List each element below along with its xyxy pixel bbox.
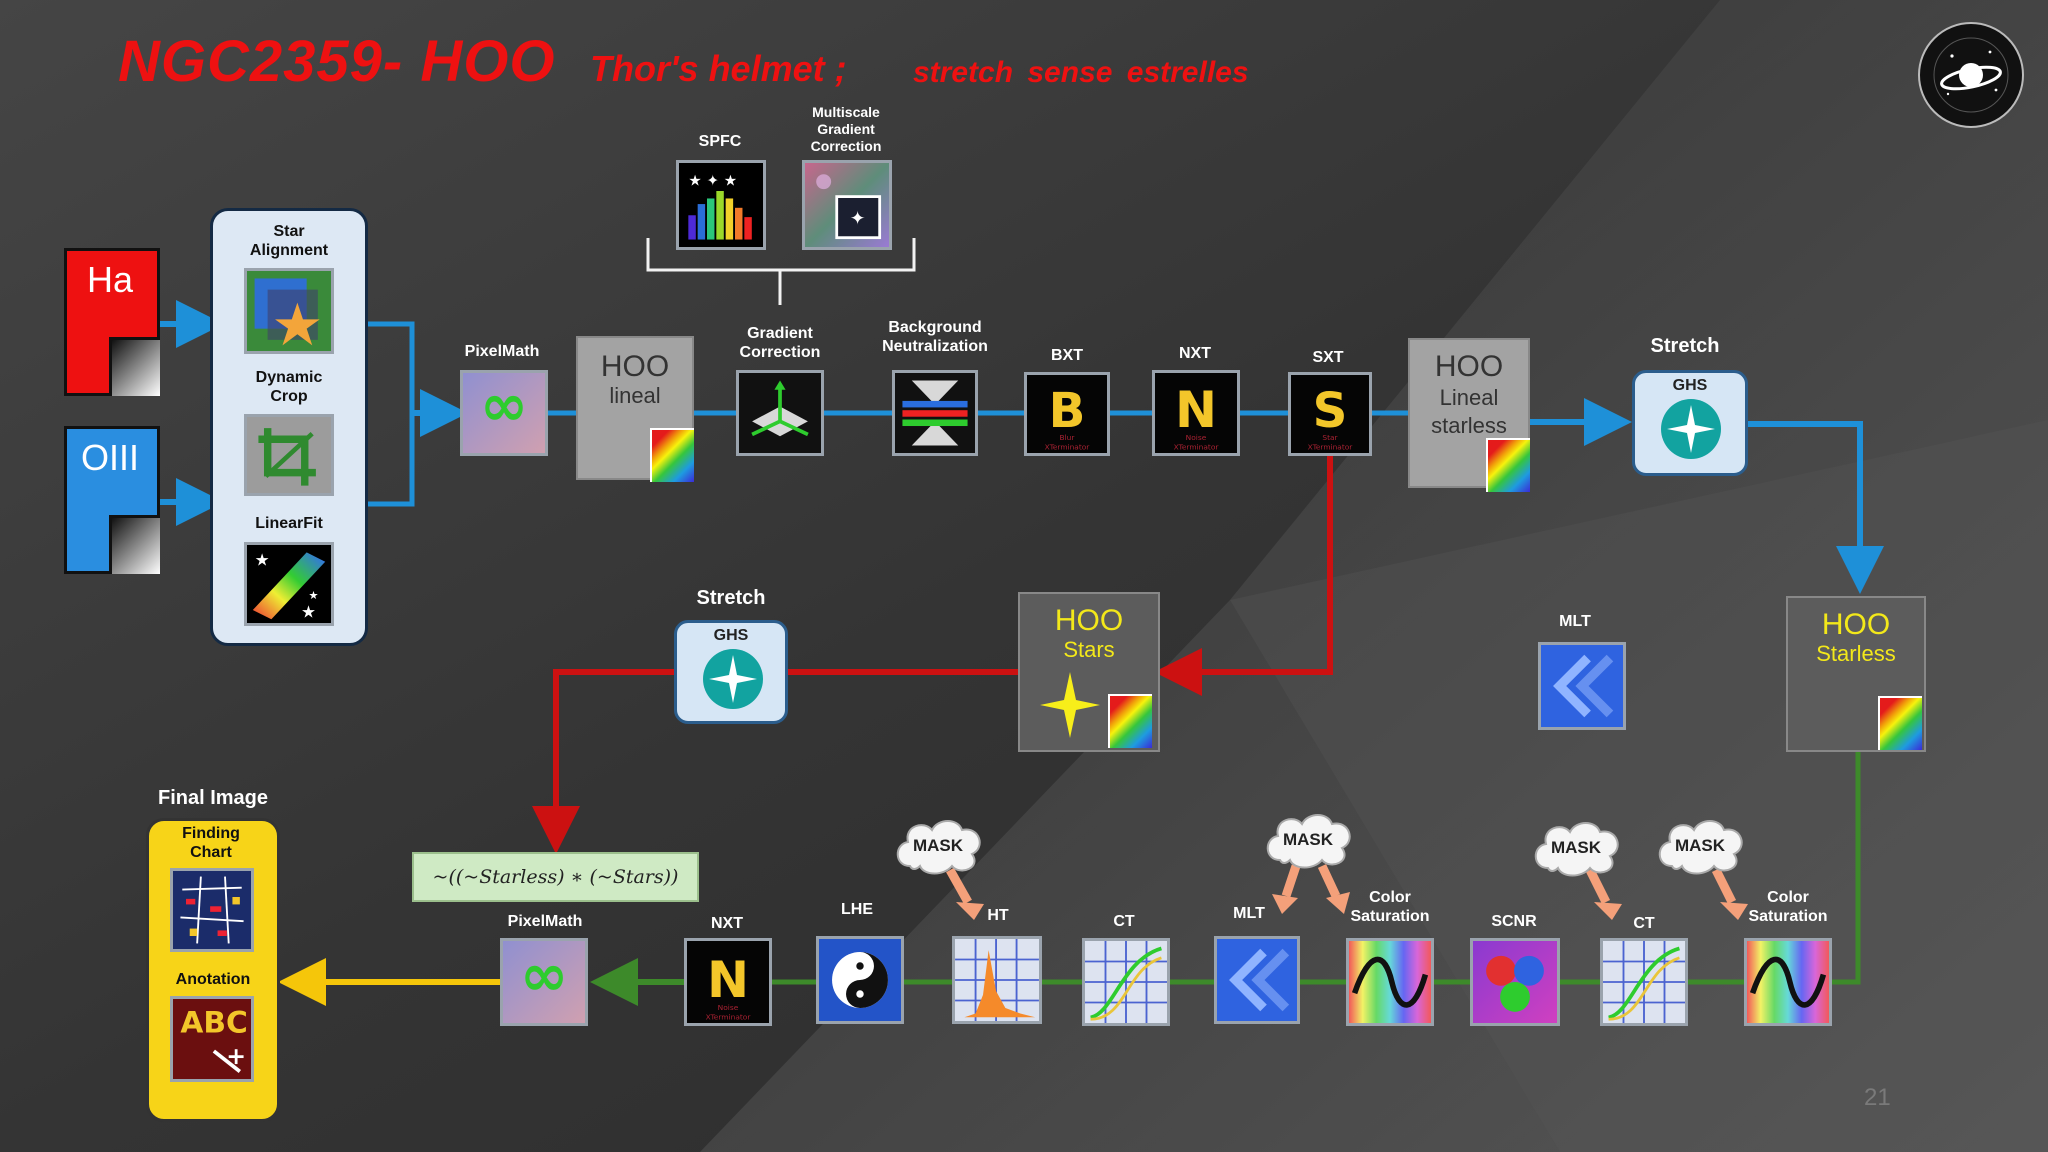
- svg-text:Blur: Blur: [1060, 433, 1076, 442]
- star-alignment-icon[interactable]: [244, 268, 334, 354]
- dynamic-crop-icon[interactable]: [244, 414, 334, 496]
- mlt-label-final: MLT: [1233, 905, 1265, 922]
- ct-icon-2[interactable]: [1600, 938, 1688, 1026]
- nxt-letter: N: [1175, 380, 1217, 439]
- star-icon: [1040, 672, 1100, 738]
- svg-text:XTerminator: XTerminator: [706, 1012, 752, 1021]
- lhe-icon[interactable]: [816, 936, 904, 1024]
- svg-text:★: ★: [301, 601, 316, 621]
- ghs-box-top[interactable]: GHS: [1632, 370, 1748, 476]
- hoo-stars-box: HOO Stars: [1018, 592, 1160, 752]
- mask-cloud-ct-2: MASK: [1528, 816, 1624, 880]
- slide-note: stretch sense estrelles: [913, 56, 1249, 89]
- hoo-lineal-box: HOO lineal: [576, 336, 694, 482]
- pixelmath-label-final: PixelMath: [507, 913, 583, 930]
- color-swatch-icon: [650, 428, 694, 482]
- lhe-label: LHE: [841, 901, 873, 918]
- color-saturation-icon-1[interactable]: [1346, 938, 1434, 1026]
- svg-text:★: ★: [309, 589, 319, 602]
- sxt-letter: S: [1313, 383, 1348, 439]
- linearfit-label: LinearFit: [255, 515, 323, 532]
- slide-subtitle: Thor's helmet ;: [590, 48, 847, 89]
- pixelmath-formula: ~((~Starless) ∗ (~Stars)): [412, 852, 699, 902]
- star-alignment-label: Star Alignment: [249, 223, 329, 259]
- mlt-icon-final[interactable]: [1214, 936, 1300, 1024]
- svg-text:∞: ∞: [480, 373, 528, 439]
- sxt-label: SXT: [1312, 349, 1344, 366]
- ct-label-1: CT: [1113, 913, 1135, 930]
- mgc-label: Multiscale Gradient Correction: [810, 104, 882, 154]
- svg-text:XTerminator: XTerminator: [1045, 442, 1091, 451]
- ht-label: HT: [987, 907, 1009, 924]
- hoo-lineal-starless-box: HOO Lineal starless: [1408, 338, 1530, 492]
- svg-text:★ ✦ ★: ★ ✦ ★: [688, 171, 737, 189]
- ct-icon-1[interactable]: [1082, 938, 1170, 1026]
- stretch-label-stars: Stretch: [696, 587, 766, 609]
- page-number: 21: [1864, 1084, 1891, 1111]
- finding-chart-icon[interactable]: [170, 868, 254, 952]
- bxt-label: BXT: [1051, 347, 1083, 364]
- gradient-correction-icon[interactable]: [736, 370, 824, 456]
- color-swatch-icon: [1108, 694, 1152, 748]
- svg-text:Noise: Noise: [1186, 433, 1207, 442]
- svg-text:XTerminator: XTerminator: [1308, 442, 1354, 451]
- final-image-label: Final Image: [157, 787, 269, 809]
- color-saturation-icon-2[interactable]: [1744, 938, 1832, 1026]
- svg-text:✦: ✦: [850, 209, 866, 230]
- anotation-icon[interactable]: ABC: [170, 996, 254, 1082]
- nxt-label-final: NXT: [711, 915, 743, 932]
- bxt-letter: B: [1049, 383, 1086, 439]
- ha-channel: Ha: [64, 248, 160, 396]
- svg-text:★: ★: [255, 549, 270, 569]
- abc-text: ABC: [180, 1006, 247, 1041]
- scnr-label: SCNR: [1491, 913, 1537, 930]
- dynamic-crop-label: Dynamic Crop: [255, 369, 323, 405]
- pixelmath-icon[interactable]: ∞: [460, 370, 548, 456]
- color-swatch-icon: [1486, 438, 1530, 492]
- background-neutralization-icon[interactable]: [892, 370, 978, 456]
- pixelmath-icon-final[interactable]: ∞: [500, 938, 588, 1026]
- background-neutralization-label: Background Neutralization: [882, 319, 988, 355]
- svg-text:XTerminator: XTerminator: [1174, 442, 1220, 451]
- ct-label-2: CT: [1633, 915, 1655, 932]
- finding-chart-label: Finding Chart: [182, 825, 240, 861]
- ghs-box-stars[interactable]: GHS: [674, 620, 788, 724]
- scnr-icon[interactable]: [1470, 938, 1560, 1026]
- linearfit-icon[interactable]: ★★★: [244, 542, 334, 626]
- anotation-label: Anotation: [175, 971, 251, 988]
- stretch-label-top: Stretch: [1650, 335, 1720, 357]
- color-saturation-label-1: Color Saturation: [1350, 889, 1430, 925]
- pixelmath-label: PixelMath: [464, 343, 540, 360]
- mask-cloud-color-saturation-1: MASK: [1260, 808, 1356, 872]
- multiscale-gradient-correction-icon[interactable]: ✦: [802, 160, 892, 250]
- color-saturation-label-2: Color Saturation: [1748, 889, 1828, 925]
- svg-text:∞: ∞: [520, 941, 568, 1009]
- slide-title: NGC2359- HOO: [118, 29, 556, 94]
- hoo-starless-box: HOO Starless: [1786, 596, 1926, 752]
- nxt-label: NXT: [1179, 345, 1211, 362]
- color-swatch-icon: [1878, 696, 1922, 750]
- aster-logo: [1916, 20, 2026, 130]
- svg-text:Noise: Noise: [718, 1003, 739, 1012]
- mask-cloud-color-saturation-2: MASK: [1652, 814, 1748, 878]
- oiii-channel: OIII: [64, 426, 160, 574]
- mask-cloud-ht: MASK: [890, 814, 986, 878]
- mlt-label-mid: MLT: [1559, 613, 1591, 630]
- oiii-label: OIII: [80, 437, 139, 478]
- ha-label: Ha: [86, 259, 134, 300]
- spfc-label: SPFC: [698, 133, 742, 150]
- ghs-icon: [1661, 399, 1721, 459]
- spfc-icon[interactable]: ★ ✦ ★: [676, 160, 766, 250]
- svg-text:N: N: [707, 950, 749, 1009]
- gradient-correction-label: Gradient Correction: [739, 325, 821, 361]
- ghs-icon: [703, 649, 763, 709]
- mlt-icon-mid[interactable]: [1538, 642, 1626, 730]
- svg-text:Star: Star: [1322, 433, 1338, 442]
- ht-icon[interactable]: [952, 936, 1042, 1024]
